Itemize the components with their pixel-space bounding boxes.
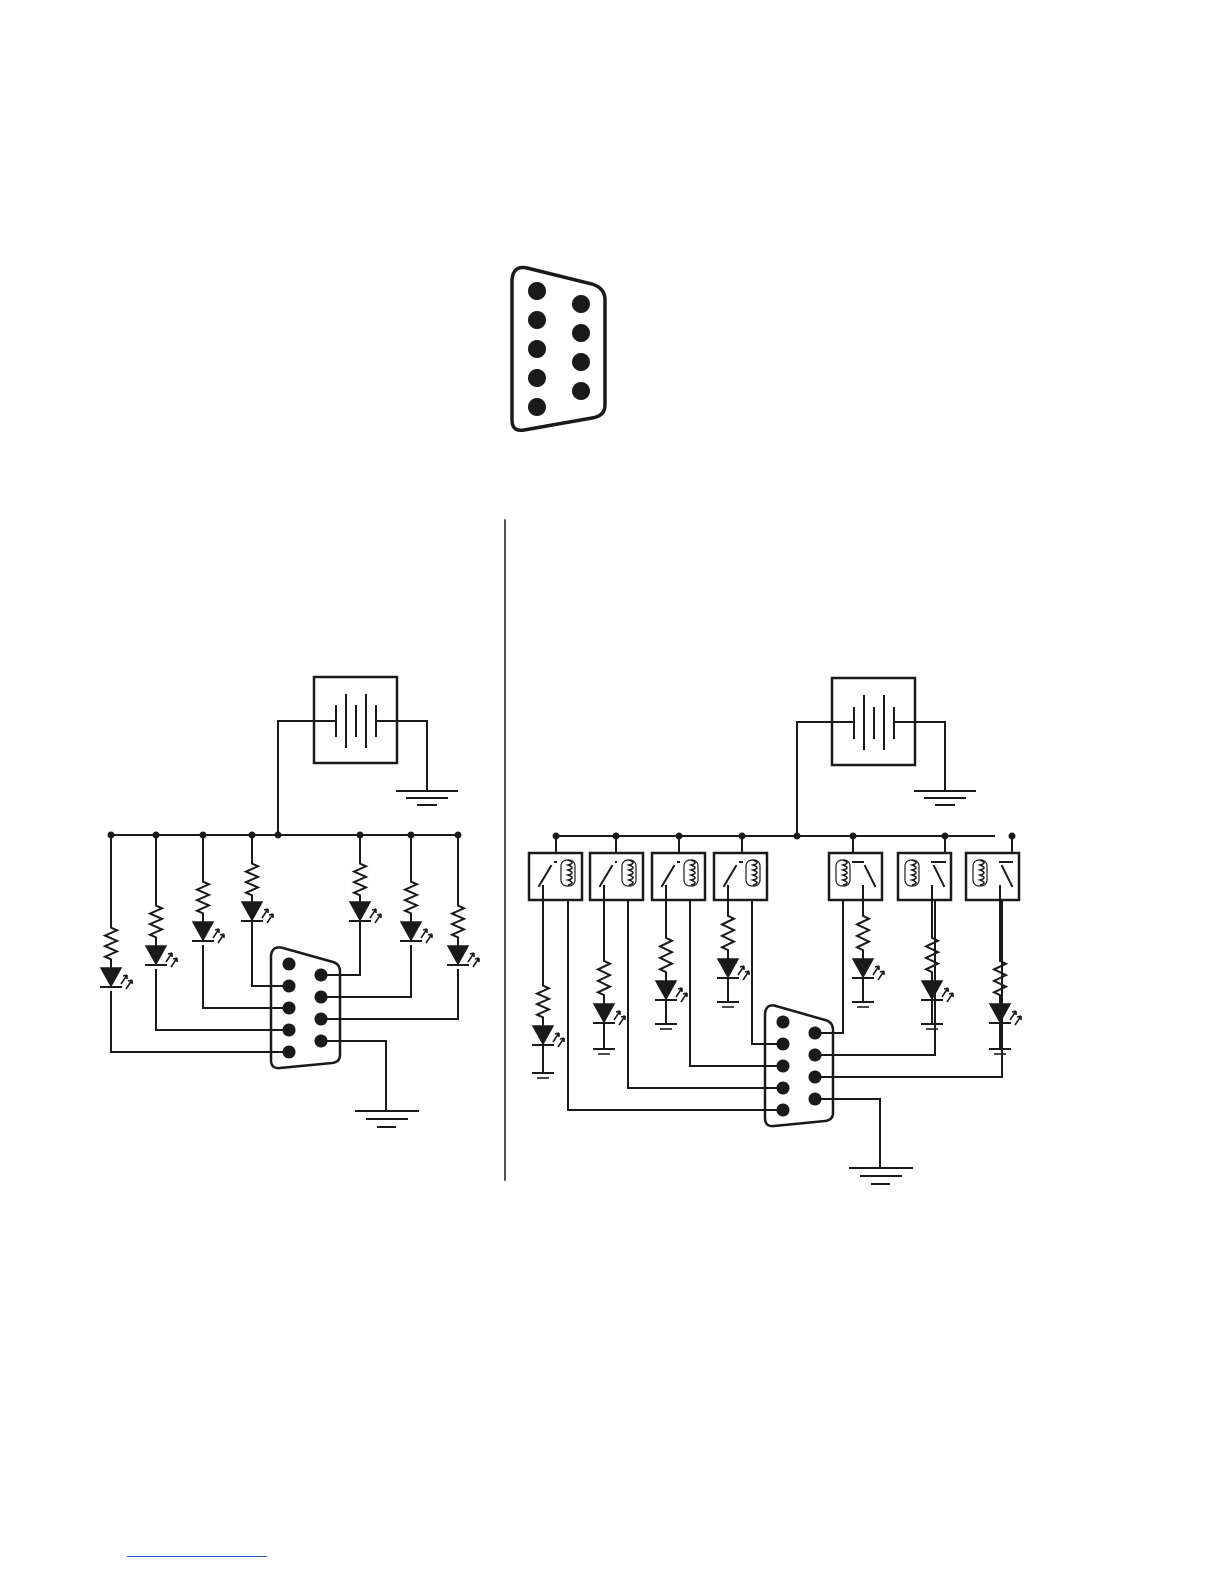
led-branch-2 bbox=[146, 835, 177, 967]
wire-coil5-pin6 bbox=[815, 900, 843, 1033]
ground-symbol-left-top bbox=[397, 791, 457, 805]
pin-8 bbox=[572, 353, 590, 371]
led-indicator-circuit bbox=[101, 677, 479, 1127]
pin-5 bbox=[528, 398, 546, 416]
db9-connector-large bbox=[512, 268, 605, 431]
relay-box bbox=[829, 853, 882, 900]
relay-box bbox=[590, 853, 643, 900]
ground-wire-left bbox=[397, 721, 427, 790]
pin-7 bbox=[572, 324, 590, 342]
pin-1 bbox=[528, 282, 546, 300]
led-branch-4 bbox=[242, 835, 273, 923]
relay-box bbox=[966, 853, 1019, 900]
junction-dot bbox=[794, 833, 801, 840]
relay-box bbox=[529, 853, 582, 900]
pin-4 bbox=[528, 369, 546, 387]
relay-led-circuit bbox=[529, 678, 1021, 1184]
junction-dot bbox=[275, 832, 282, 839]
wire-led7-pin8 bbox=[321, 970, 458, 1019]
battery-left bbox=[314, 677, 397, 763]
relay-branch-6 bbox=[898, 836, 953, 1029]
supply-wire-right bbox=[797, 722, 832, 836]
relay-branch-5 bbox=[829, 836, 884, 1007]
relay-branch-1 bbox=[529, 836, 582, 1078]
relay-branch-4 bbox=[714, 836, 767, 1007]
relay-box bbox=[652, 853, 705, 900]
led-branch-3 bbox=[193, 835, 224, 943]
relay-box bbox=[898, 853, 951, 900]
ground-symbol-left-bottom bbox=[356, 1111, 418, 1127]
ground-symbol-right-top bbox=[915, 791, 975, 805]
relay-branch-7 bbox=[966, 836, 1021, 1054]
ground-symbol-right-bottom bbox=[850, 1168, 912, 1184]
led-branch-1 bbox=[101, 835, 132, 989]
wire-coil2-pin4 bbox=[628, 900, 783, 1088]
relay-box bbox=[714, 853, 767, 900]
supply-wire-left bbox=[278, 721, 314, 835]
battery-right bbox=[832, 678, 915, 765]
ground-wire-right bbox=[915, 722, 945, 790]
wire-led1-pin5 bbox=[111, 992, 289, 1052]
pin-3 bbox=[528, 340, 546, 358]
led-branch-5 bbox=[350, 835, 381, 923]
pin-9 bbox=[572, 382, 590, 400]
pin-6 bbox=[572, 295, 590, 313]
wire-led2-pin4 bbox=[156, 970, 289, 1030]
footer-rule bbox=[127, 1556, 267, 1557]
led-branch-6 bbox=[401, 835, 432, 943]
relay-branch-3 bbox=[652, 836, 705, 1029]
led-branch-7 bbox=[448, 835, 479, 967]
relay-branch-2 bbox=[590, 836, 643, 1054]
pin-2 bbox=[528, 311, 546, 329]
